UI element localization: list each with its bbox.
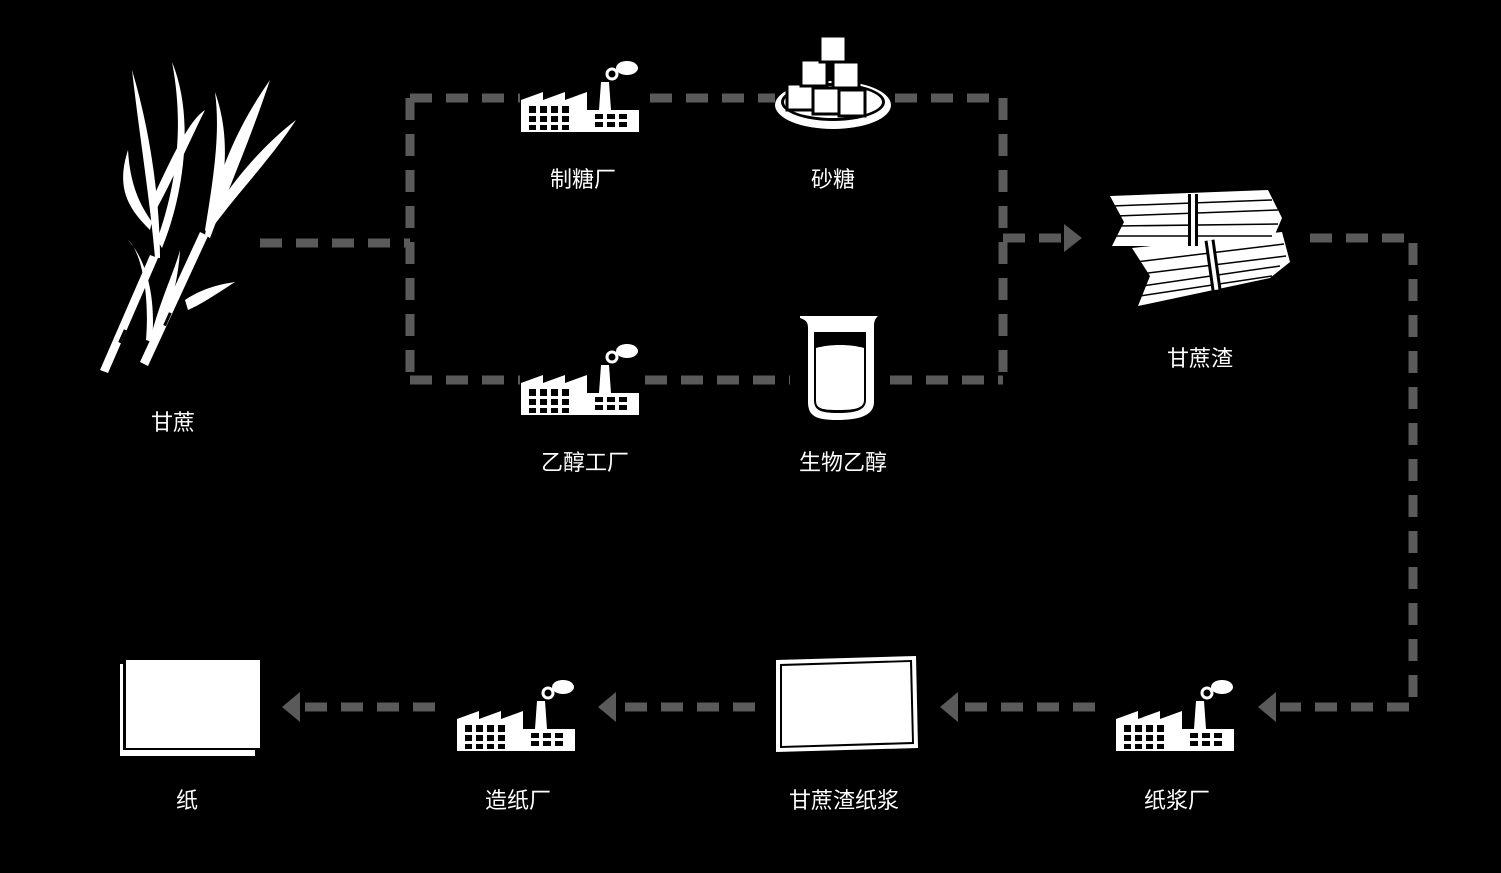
label-bagasse-pulp: 甘蔗渣纸浆 [788,789,899,814]
sugarcane-icon [100,62,296,373]
pulp-mill-icon [1114,678,1236,753]
label-sugar-mill: 制糖厂 [549,168,616,193]
beaker-icon [800,316,878,420]
sugar-mill-icon [519,59,641,134]
arrowhead-to-paper [282,692,300,722]
fiber-bundle-icon [1110,190,1290,306]
pulp-sheet-icon [776,656,918,752]
label-ethanol-plant: 乙醇工厂 [540,451,629,476]
label-sugar: 砂糖 [810,168,855,193]
label-paper: 纸 [175,789,198,814]
connector-bagasse-to-pulp-mill [1280,233,1418,712]
arrowhead-to-bagasse [1064,224,1082,252]
sugar-cubes-icon [775,34,891,129]
connectors [260,93,1418,712]
label-sugarcane: 甘蔗 [150,411,195,436]
label-paper-mill: 造纸厂 [484,789,551,814]
paper-mill-icon [455,678,577,753]
paper-icon [120,660,260,756]
label-pulp-mill: 纸浆厂 [1143,789,1210,814]
ethanol-plant-icon [519,342,641,417]
connector-sugar-to-merge [895,93,1008,380]
label-bagasse: 甘蔗渣 [1166,347,1233,372]
arrowhead-to-pulp-mill [1258,692,1276,722]
arrowhead-to-pulp [940,692,958,722]
label-bioethanol: 生物乙醇 [798,451,887,476]
arrowhead-to-paper-mill [598,692,616,722]
